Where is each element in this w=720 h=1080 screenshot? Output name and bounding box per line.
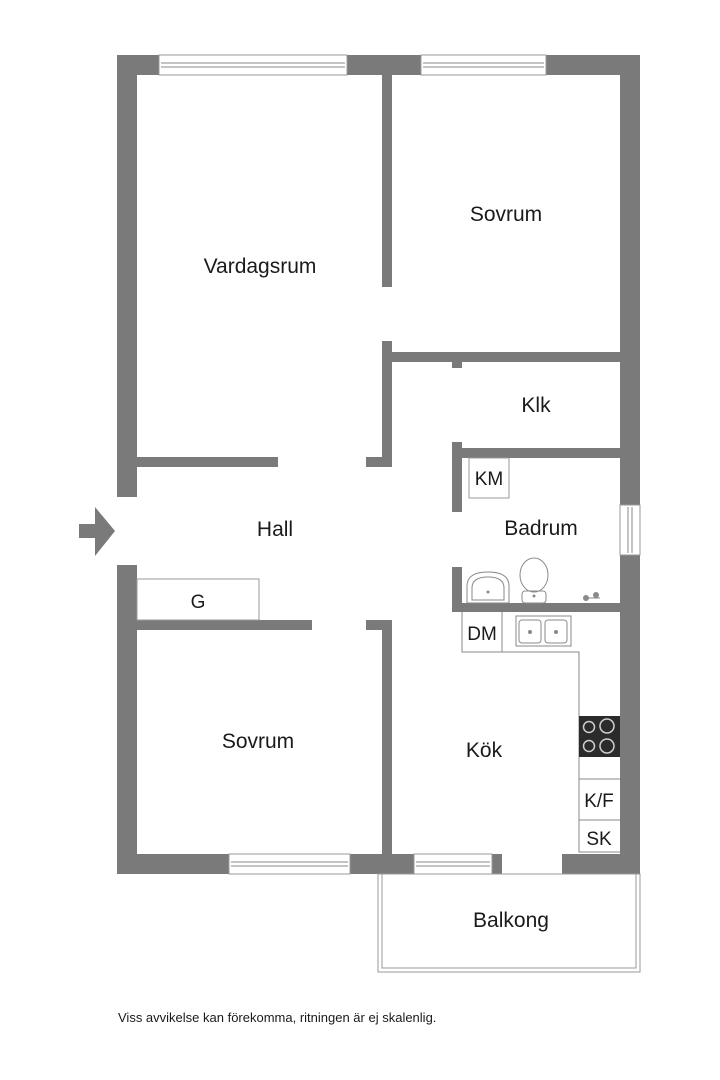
fixture-label-dm: DM [467, 624, 497, 645]
wall-hall-bedroom [137, 620, 312, 630]
wall-kitchen-stub [366, 620, 392, 630]
toilet-icon [519, 557, 549, 604]
wall-living-hall [137, 457, 278, 467]
room-label-balkong: Balkong [473, 909, 549, 932]
washing-machine-km [468, 457, 510, 499]
sink-icon [466, 571, 510, 604]
room-label-sovrum-bottom: Sovrum [222, 730, 294, 753]
disclaimer-note: Viss avvikelse kan förekomma, ritningen … [118, 1010, 437, 1025]
entrance-arrow-icon [79, 507, 115, 556]
room-label-kok: Kök [466, 739, 503, 762]
fixture-label-km: KM [475, 469, 504, 490]
window-icon [228, 853, 351, 875]
wall-bottom-right [562, 854, 640, 874]
wall-bottom-mid [492, 854, 502, 874]
wall-closet-notch [452, 360, 462, 368]
stove-icon [579, 716, 620, 757]
room-label-badrum: Badrum [504, 517, 578, 540]
wall-right-upper [620, 55, 640, 505]
balcony [377, 873, 641, 973]
room-label-sovrum-top: Sovrum [470, 203, 542, 226]
window-icon [158, 54, 348, 76]
faucet-icon [583, 592, 600, 601]
interior-walls [137, 75, 620, 874]
room-label-klk: Klk [521, 394, 551, 417]
room-label-hall: Hall [257, 518, 293, 541]
wall-left-upper [117, 55, 137, 497]
wall-bedroom-closet [382, 352, 620, 362]
fixture-label-g: G [191, 592, 206, 613]
wardrobe-g [136, 578, 260, 621]
wall-bath-left-lower [452, 567, 462, 612]
wall-bedroom-kitchen [382, 620, 392, 874]
fixture-label-kf: K/F [584, 791, 614, 812]
window-icon [619, 504, 641, 556]
room-label-vardagsrum: Vardagsrum [204, 255, 317, 278]
window-icon [413, 853, 493, 875]
kitchen-sink-icon [515, 615, 572, 647]
wall-left-lower [117, 565, 137, 874]
window-icon [420, 54, 547, 76]
wall-bath-left-upper [452, 442, 462, 512]
kitchen-counter [461, 612, 620, 853]
wall-living-bedroom-upper [382, 75, 392, 287]
wall-hall-stub-right [366, 457, 392, 467]
windows [158, 54, 641, 875]
wall-right-lower [620, 555, 640, 874]
wall-living-lower-stub [382, 341, 392, 467]
wall-closet-bath [452, 448, 620, 458]
wall-bath-kitchen [452, 603, 620, 612]
fixture-label-sk: SK [586, 829, 612, 850]
